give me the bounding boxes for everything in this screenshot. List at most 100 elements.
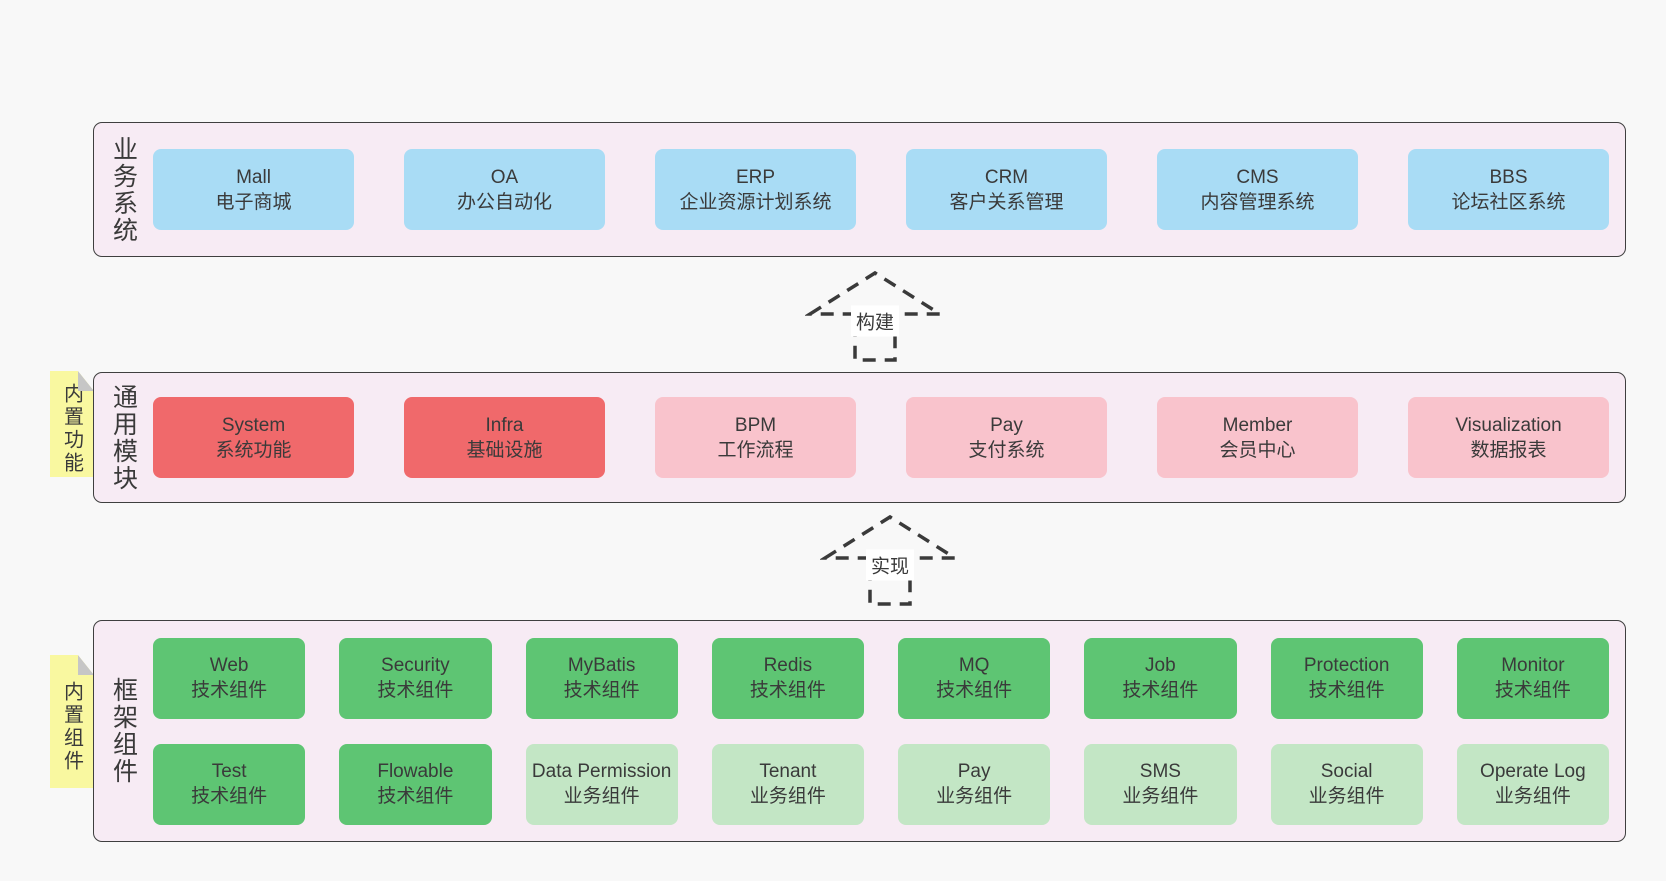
box-pay-business: Pay 业务组件 [898, 743, 1051, 825]
box-subtitle: 内容管理系统 [1200, 191, 1315, 213]
box-data-permission: Data Permission 业务组件 [525, 743, 678, 825]
box-member: Member 会员中心 [1157, 397, 1358, 478]
box-mq: MQ 技术组件 [898, 637, 1051, 719]
box-subtitle: 技术组件 [377, 786, 454, 807]
box-subtitle: 技术组件 [377, 680, 454, 701]
sticky-label-builtin-components: 内置组件 [60, 680, 83, 773]
box-mall: Mall 电子商城 [153, 149, 354, 230]
box-title: Operate Log [1480, 761, 1586, 782]
box-subtitle: 技术组件 [1308, 680, 1385, 701]
box-subtitle: 基础设施 [466, 439, 543, 461]
box-subtitle: 客户关系管理 [949, 191, 1064, 213]
box-subtitle: 业务组件 [563, 786, 640, 807]
box-flowable: Flowable 技术组件 [339, 743, 492, 825]
box-mybatis: MyBatis 技术组件 [525, 637, 678, 719]
box-subtitle: 数据报表 [1470, 439, 1547, 461]
framework-box-row-2: Test 技术组件 Flowable 技术组件 Data Permission … [153, 743, 1609, 825]
layer-common-modules: 通用模块 System 系统功能 Infra 基础设施 BPM 工作流程 Pay [93, 372, 1626, 503]
box-title: Social [1320, 761, 1373, 782]
box-operate-log: Operate Log 业务组件 [1456, 743, 1609, 825]
box-pay: Pay 支付系统 [906, 397, 1107, 478]
box-subtitle: 电子商城 [215, 191, 292, 213]
box-security: Security 技术组件 [339, 637, 492, 719]
layer-label-column: 框架组件 [94, 621, 153, 841]
box-title: Visualization [1455, 414, 1562, 436]
box-title: Monitor [1501, 655, 1565, 676]
layer-label-common-modules: 通用模块 [109, 383, 138, 492]
box-subtitle: 支付系统 [968, 439, 1045, 461]
box-erp: ERP 企业资源计划系统 [655, 149, 856, 230]
arrow-label-implement: 实现 [865, 549, 915, 581]
sticky-label-builtin-features: 内置功能 [60, 383, 83, 475]
box-title: Pay [957, 761, 991, 782]
layer-framework-components: 框架组件 Web 技术组件 Security 技术组件 MyBatis 技术组件… [93, 620, 1626, 842]
box-subtitle: 企业资源计划系统 [679, 191, 832, 213]
box-title: Job [1145, 655, 1176, 676]
arrow-label-build: 构建 [850, 305, 900, 337]
box-social: Social 业务组件 [1270, 743, 1423, 825]
common-box-area: System 系统功能 Infra 基础设施 BPM 工作流程 Pay 支付系统… [153, 373, 1625, 502]
box-oa: OA 办公自动化 [404, 149, 605, 230]
box-subtitle: 论坛社区系统 [1451, 191, 1566, 213]
up-arrow-icon [820, 514, 960, 606]
box-title: Web [209, 655, 249, 676]
box-subtitle: 业务组件 [936, 786, 1013, 807]
arrow-implement: 实现 [820, 512, 960, 607]
sticky-note-builtin-components: 内置组件 [50, 655, 94, 788]
box-monitor: Monitor 技术组件 [1456, 637, 1609, 719]
box-title: Redis [763, 655, 813, 676]
box-redis: Redis 技术组件 [711, 637, 864, 719]
folded-corner-icon [78, 655, 94, 675]
box-subtitle: 技术组件 [749, 680, 826, 701]
box-bpm: BPM 工作流程 [655, 397, 856, 478]
layer-label-column: 业务系统 [94, 123, 153, 256]
box-subtitle: 业务组件 [1308, 786, 1385, 807]
arrow-build: 构建 [805, 268, 945, 363]
box-title: Infra [485, 414, 524, 436]
business-box-row: Mall 电子商城 OA 办公自动化 ERP 企业资源计划系统 CRM 客户关系… [153, 149, 1609, 230]
box-visualization: Visualization 数据报表 [1408, 397, 1609, 478]
box-web: Web 技术组件 [153, 637, 306, 719]
box-title: Protection [1303, 655, 1390, 676]
box-title: Security [381, 655, 450, 676]
box-title: Test [211, 761, 247, 782]
up-arrow-icon [805, 270, 945, 362]
common-box-row: System 系统功能 Infra 基础设施 BPM 工作流程 Pay 支付系统… [153, 397, 1609, 478]
sticky-note-builtin-features: 内置功能 [50, 371, 94, 477]
box-title: Member [1222, 414, 1293, 436]
box-title: ERP [735, 166, 776, 188]
box-title: SMS [1139, 761, 1181, 782]
box-subtitle: 会员中心 [1219, 439, 1296, 461]
box-title: BPM [734, 414, 777, 436]
box-title: System [221, 414, 286, 436]
box-subtitle: 技术组件 [936, 680, 1013, 701]
box-title: Tenant [759, 761, 817, 782]
business-box-area: Mall 电子商城 OA 办公自动化 ERP 企业资源计划系统 CRM 客户关系… [153, 123, 1625, 256]
box-title: Data Permission [531, 761, 672, 782]
box-tenant: Tenant 业务组件 [711, 743, 864, 825]
box-subtitle: 技术组件 [191, 786, 268, 807]
layer-label-column: 通用模块 [94, 373, 153, 502]
box-subtitle: 业务组件 [1494, 786, 1571, 807]
box-subtitle: 工作流程 [717, 439, 794, 461]
box-title: MQ [958, 655, 990, 676]
box-infra: Infra 基础设施 [404, 397, 605, 478]
box-subtitle: 技术组件 [1494, 680, 1571, 701]
box-bbs: BBS 论坛社区系统 [1408, 149, 1609, 230]
layer-label-framework-components: 框架组件 [109, 677, 138, 785]
box-test: Test 技术组件 [153, 743, 306, 825]
box-system: System 系统功能 [153, 397, 354, 478]
box-subtitle: 办公自动化 [456, 191, 552, 213]
box-cms: CMS 内容管理系统 [1157, 149, 1358, 230]
framework-box-area: Web 技术组件 Security 技术组件 MyBatis 技术组件 Redi… [153, 621, 1625, 841]
box-job: Job 技术组件 [1084, 637, 1237, 719]
box-title: CRM [984, 166, 1029, 188]
box-subtitle: 技术组件 [191, 680, 268, 701]
box-title: CMS [1236, 166, 1279, 188]
box-title: Mall [236, 166, 271, 188]
framework-box-row-1: Web 技术组件 Security 技术组件 MyBatis 技术组件 Redi… [153, 637, 1609, 719]
box-title: MyBatis [567, 655, 636, 676]
layer-label-business-systems: 业务系统 [109, 135, 138, 244]
box-subtitle: 技术组件 [1122, 680, 1199, 701]
